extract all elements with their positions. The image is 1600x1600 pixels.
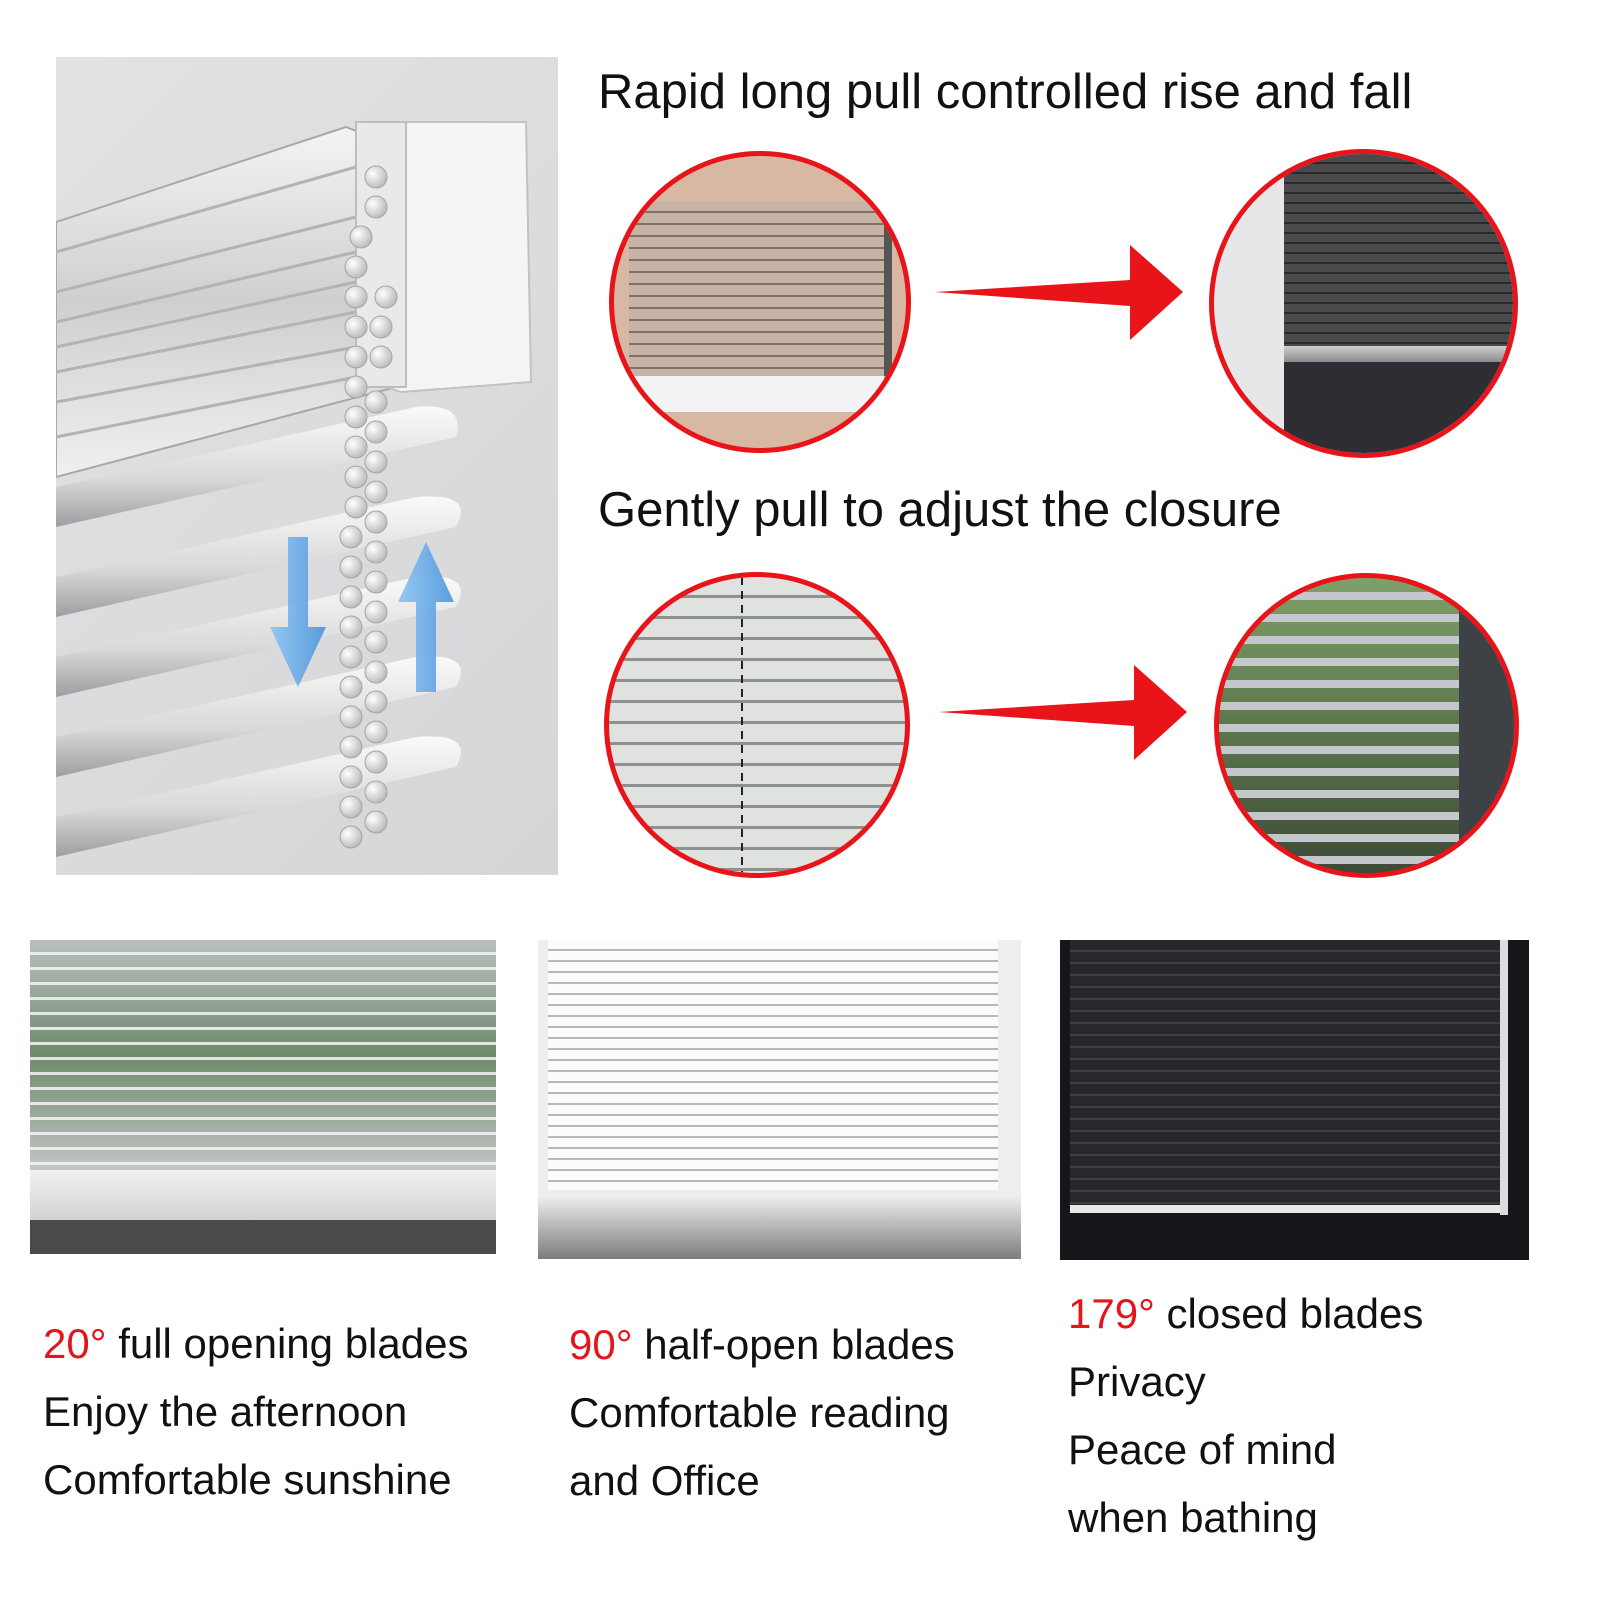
full-open-blinds-photo <box>30 940 496 1254</box>
mode-heading: 179° closed blades <box>1068 1293 1423 1335</box>
mode-heading: 20° full opening blades <box>43 1323 468 1365</box>
angle-value: 179° <box>1068 1290 1155 1337</box>
mode-line: Peace of mind <box>1068 1426 1337 1473</box>
mechanism-illustration <box>56 57 558 875</box>
mode-title: full opening blades <box>118 1320 469 1367</box>
blind-raised-photo <box>609 151 911 453</box>
mode-line: Comfortable sunshine <box>43 1456 452 1503</box>
mode-line: Enjoy the afternoon <box>43 1388 408 1435</box>
rise-fall-title: Rapid long pull controlled rise and fall <box>598 65 1413 119</box>
blind-open-photo <box>1214 573 1519 878</box>
mode-line: and Office <box>569 1457 760 1504</box>
blind-headrail-drawing <box>56 121 533 857</box>
half-open-blinds-photo <box>538 940 1021 1259</box>
mode-title: half-open blades <box>644 1321 955 1368</box>
closed-blinds-photo <box>1060 940 1529 1260</box>
mode-caption-full-open: 20° full opening blades Enjoy the aftern… <box>43 1323 468 1501</box>
blind-closed-photo <box>604 572 910 878</box>
mode-caption-half-open: 90° half-open blades Comfortable reading… <box>569 1324 955 1502</box>
mode-title: closed blades <box>1166 1290 1424 1337</box>
mode-line: Comfortable reading <box>569 1389 950 1436</box>
mode-heading: 90° half-open blades <box>569 1324 955 1366</box>
arrow-right-icon <box>939 665 1187 760</box>
mode-line: when bathing <box>1068 1494 1318 1541</box>
mode-line: Privacy <box>1068 1358 1206 1405</box>
angle-value: 20° <box>43 1320 107 1367</box>
blind-lowered-photo <box>1209 149 1518 458</box>
arrow-right-icon <box>935 245 1183 340</box>
mode-caption-closed: 179° closed blades Privacy Peace of mind… <box>1068 1293 1423 1539</box>
angle-value: 90° <box>569 1321 633 1368</box>
closure-title: Gently pull to adjust the closure <box>598 483 1282 537</box>
